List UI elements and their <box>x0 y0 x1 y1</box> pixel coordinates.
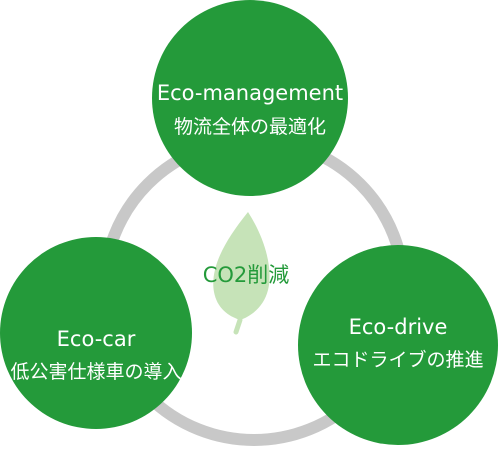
node-title: Eco-management <box>157 81 343 105</box>
node-circle <box>152 0 348 196</box>
node-subtitle: 物流全体の最適化 <box>174 116 326 138</box>
leaf-icon <box>213 212 270 335</box>
node-eco-drive: Eco-drive エコドライブの推進 <box>298 245 498 445</box>
node-eco-car: Eco-car 低公害仕様車の導入 <box>0 237 192 429</box>
center-label: CO2削減 <box>203 263 290 287</box>
node-title: Eco-car <box>57 327 136 351</box>
node-subtitle: エコドライブの推進 <box>312 348 483 371</box>
node-circle <box>0 237 192 429</box>
node-subtitle: 低公害仕様車の導入 <box>10 361 181 383</box>
node-eco-management: Eco-management 物流全体の最適化 <box>152 0 348 196</box>
node-title: Eco-drive <box>349 315 448 339</box>
node-circle <box>298 245 498 445</box>
